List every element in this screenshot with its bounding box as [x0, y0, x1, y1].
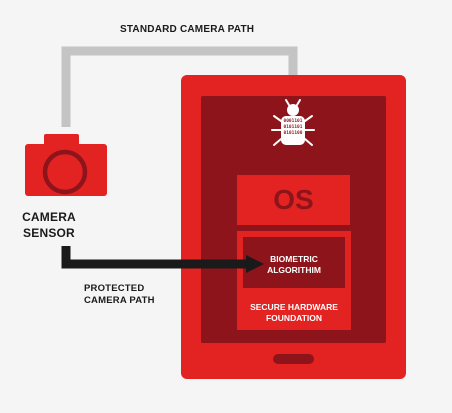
os-block: [237, 175, 350, 225]
binary-line: 0101100: [283, 131, 303, 136]
secure-hardware-line: SECURE HARDWARE: [250, 302, 338, 312]
secure-hardware-line: FOUNDATION: [265, 312, 323, 323]
protected-path-line: CAMERA PATH: [84, 295, 155, 306]
bug-icon: [271, 99, 315, 146]
secure-hardware-label: SECURE HARDWARE FOUNDATION: [237, 302, 351, 323]
binary-line: 0101101: [283, 125, 303, 130]
protected-path-line: PROTECTED: [84, 283, 145, 294]
tablet-home-button: [273, 354, 314, 364]
camera-sensor-line: SENSOR: [23, 226, 75, 240]
camera-sensor-label: CAMERA SENSOR: [12, 209, 86, 241]
biometric-line: ALGORITHIM: [267, 265, 321, 275]
protected-camera-path: [61, 246, 248, 269]
protected-path-label: PROTECTED CAMERA PATH: [84, 283, 155, 307]
os-label: OS: [273, 184, 314, 215]
biometric-line: BIOMETRIC: [270, 254, 318, 264]
biometric-label: BIOMETRIC ALGORITHIM: [248, 254, 340, 276]
protected-path-arrowhead: [246, 255, 264, 273]
binary-line: 0001101: [283, 119, 303, 124]
bug-binary-text: 0001101 0101101 0101100: [282, 119, 304, 137]
camera-icon: [25, 134, 107, 196]
camera-sensor-line: CAMERA: [22, 210, 76, 224]
standard-path-label: STANDARD CAMERA PATH: [120, 24, 255, 35]
